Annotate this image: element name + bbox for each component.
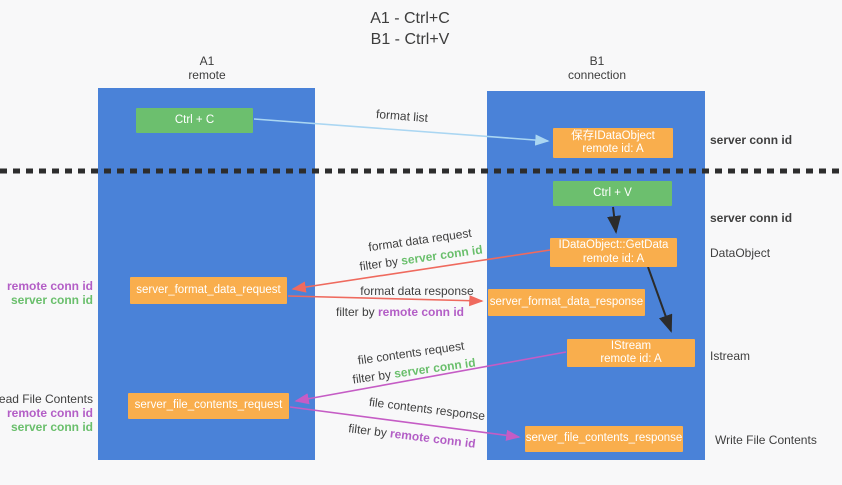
getdata-line1: IDataObject::GetData [558,239,669,251]
diagram-title: A1 - Ctrl+C B1 - Ctrl+V [330,8,490,50]
filter-by-remote-conn-id-label-1: filter by remote conn id [336,305,464,319]
write-file-contents-label: Write File Contents [715,433,817,447]
server-file-contents-request-label: server_file_contents_request [134,399,283,412]
format-list-label: format list [375,106,429,126]
left-column-name: A1 [199,54,215,68]
server-conn-id-left-label-1: server conn id [10,293,93,307]
server-file-contents-response-box: server_file_contents_response [525,426,683,452]
server-conn-id-right-label-2: server conn id [710,211,793,225]
server-format-data-request-label: server_format_data_request [136,283,281,296]
remote-conn-id-text: remote conn id [378,305,465,319]
file-contents-response-label: file contents response [368,394,486,424]
right-column-subtitle: connection [567,68,627,82]
remote-conn-id-left-label-2: remote conn id [6,406,93,420]
ctrl-c-label: Ctrl + C [174,113,215,126]
server-format-data-request-box: server_format_data_request [130,277,287,304]
filter-by-text: filter by [351,366,396,387]
remote-conn-id-left-label-1: remote conn id [6,279,93,293]
save-dataobject-line2: remote id: A [582,143,644,155]
remote-conn-id-text: remote conn id [389,426,477,451]
ctrl-v-label: Ctrl + V [593,186,632,199]
dataobject-label: DataObject [710,246,771,260]
left-conn-id-group-1: remote conn id server conn id [7,279,93,307]
server-conn-id-left-label-2: server conn id [10,420,93,434]
ctrl-v-box: Ctrl + V [553,181,672,206]
title-line-1: A1 - Ctrl+C [370,10,450,27]
read-file-contents-label: Read File Contents [0,392,93,406]
filter-by-text: filter by [347,421,392,441]
istream-line1: IStream [610,339,652,352]
getdata-line2: remote id: A [582,252,645,265]
left-conn-id-group-2: Read File Contents remote conn id server… [0,392,93,434]
right-column-name: B1 [589,54,605,68]
istream-box: IStream remote id: A [567,339,695,367]
server-conn-id-right-label-1: server conn id [710,133,793,147]
left-column-subtitle: remote [188,68,226,82]
server-file-contents-response-label: server_file_contents_response [525,432,683,445]
filter-by-text: filter by [358,253,403,274]
getdata-box: IDataObject::GetData remote id: A [550,238,677,267]
left-column-header: A1 remote [127,54,287,82]
filter-by-remote-conn-id-label-2: filter by remote conn id [348,421,477,450]
istream-line2: remote id: A [600,353,662,365]
server-format-data-response-box: server_format_data_response [488,289,645,316]
format-data-response-label: format data response [360,284,474,298]
istream-side-label: Istream [710,349,751,363]
server-file-contents-request-box: server_file_contents_request [128,393,289,419]
title-line-2: B1 - Ctrl+V [370,31,450,48]
filter-by-text: filter by [335,305,378,319]
right-column-header: B1 connection [517,54,677,82]
save-dataobject-box: 保存IDataObject remote id: A [553,128,673,158]
ctrl-c-box: Ctrl + C [136,108,253,133]
server-format-data-response-label: server_format_data_response [489,295,644,308]
save-dataobject-line1: 保存IDataObject [571,129,655,142]
